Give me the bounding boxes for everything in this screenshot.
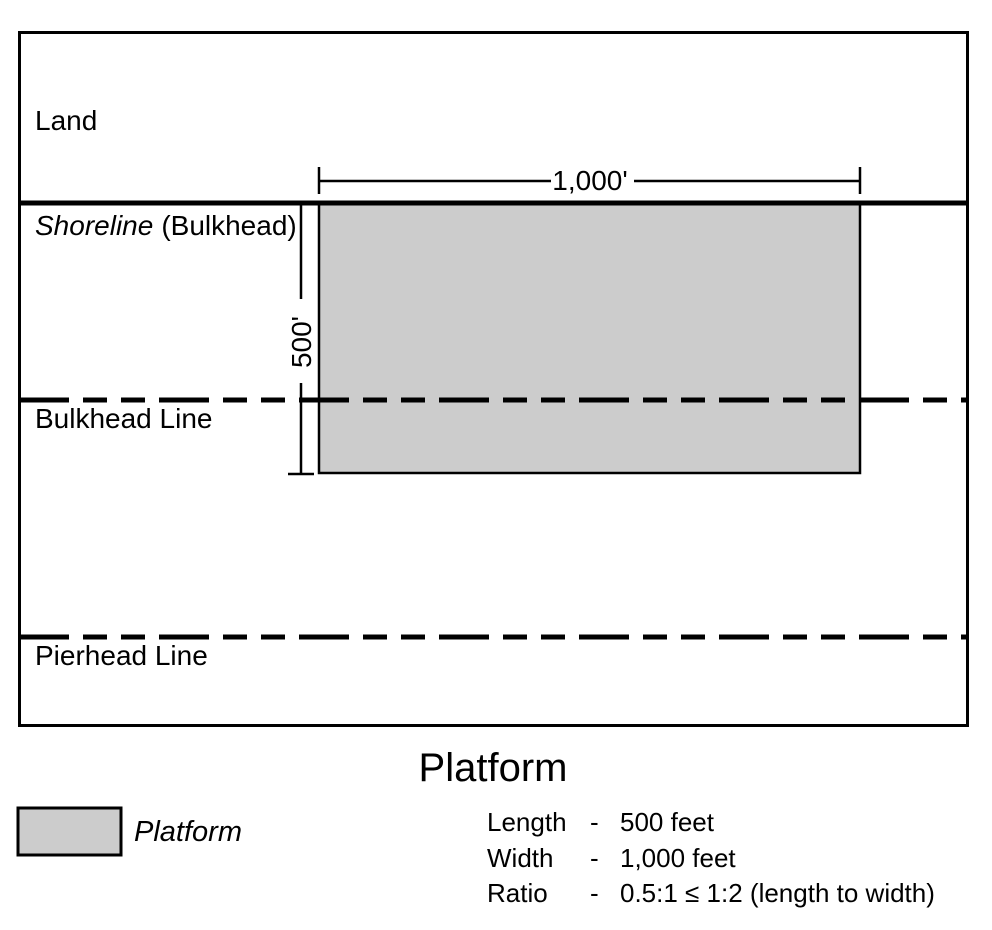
spec-label: Width: [487, 842, 554, 873]
pierhead-line-label: Pierhead Line: [35, 640, 208, 671]
figure-title: Platform: [418, 746, 568, 790]
spec-separator: -: [590, 842, 599, 873]
length-dimension-value: 500': [286, 315, 317, 369]
spec-separator: -: [590, 807, 599, 837]
boundary-box: [18, 31, 969, 727]
spec-label: Length: [487, 807, 567, 837]
width-dimension-value: 1,000': [552, 165, 628, 196]
legend-swatch: [16, 806, 123, 857]
specs-table: Length - 500 feet Width - 1,000 feet Rat…: [487, 805, 935, 912]
spec-label: Ratio: [487, 878, 548, 908]
diagram-canvas: [18, 31, 969, 727]
shoreline-label: Shoreline(Bulkhead): [35, 210, 297, 242]
spec-value: 500 feet: [620, 807, 714, 837]
shoreline-label-italic: Shoreline: [35, 210, 154, 241]
land-label: Land: [35, 105, 98, 136]
shoreline-label-regular: (Bulkhead): [161, 210, 297, 241]
legend-swatch-rect: [16, 806, 123, 857]
platform-area: [317, 201, 862, 475]
legend: Platform: [16, 806, 242, 858]
spec-value: 0.5:1 ≤ 1:2 (length to width): [620, 878, 935, 908]
spec-value: 1,000 feet: [620, 842, 736, 873]
bulkhead-line-label: Bulkhead Line: [35, 403, 213, 434]
spec-separator: -: [590, 878, 599, 908]
legend-label: Platform: [134, 815, 242, 848]
